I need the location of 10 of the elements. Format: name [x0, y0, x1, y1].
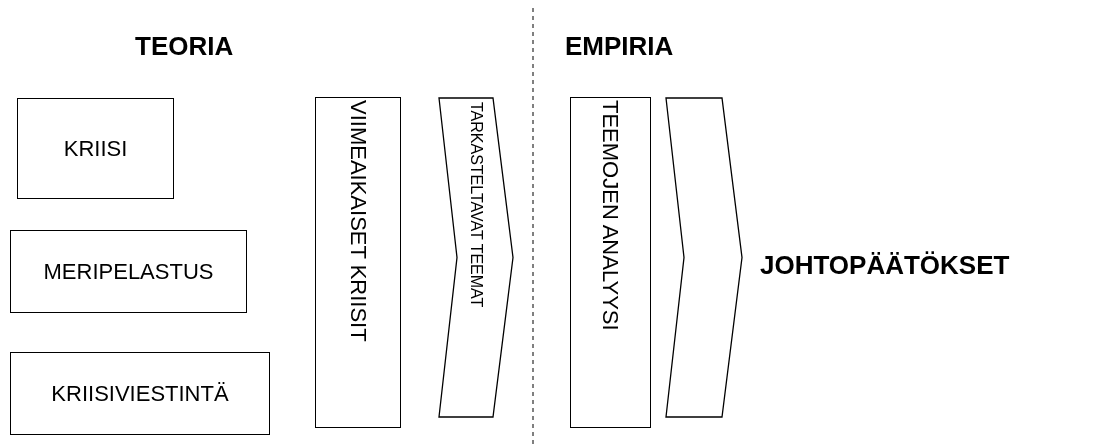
concept-box: MERIPELASTUS [10, 230, 247, 313]
conclusion-text: JOHTOPÄÄTÖKSET [760, 240, 1090, 290]
section-heading: TEORIA [135, 30, 234, 63]
section-heading: EMPIRIA [565, 30, 674, 63]
chevron-arrow: TARKASTELTAVAT TEEMAT [438, 97, 514, 418]
vertical-box: VIIMEAIKAISET KRIISIT [315, 97, 401, 428]
concept-box: KRIISIVIESTINTÄ [10, 352, 270, 435]
vertical-box: TEEMOJEN ANALYYSI [570, 97, 651, 428]
concept-box: KRIISI [17, 98, 174, 199]
chevron-arrow [665, 97, 743, 418]
